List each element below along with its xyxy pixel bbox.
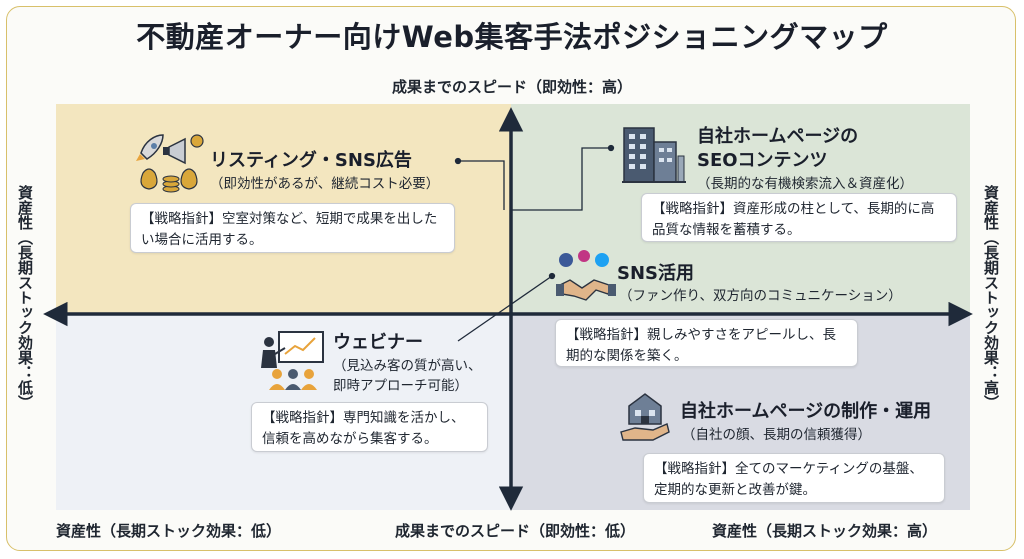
homepage-subtitle: （自社の顔、長期の信頼獲得）	[682, 427, 871, 443]
map-title: 不動産オーナー向けWeb集客手法ポジショニングマップ	[136, 20, 888, 54]
webinar-subtitle-line1: （見込み客の質が高い、	[333, 358, 482, 374]
sns-strategy-card: 【戦略指針】親しみやすさをアピールし、長期的な関係を築く。	[555, 319, 858, 367]
seo-strategy-card: 【戦略指針】資産形成の柱として、長期的に高品質な情報を蓄積する。	[641, 193, 957, 242]
listing-title: リスティング・SNS広告	[210, 150, 412, 171]
homepage-strategy-card: 【戦略指針】全てのマーケティングの基盤、定期的な更新と改善が鍵。	[643, 453, 945, 503]
webinar-strategy-card: 【戦略指針】専門知識を活かし、信頼を高めながら集客する。	[251, 402, 488, 452]
sns-title: SNS活用	[617, 263, 694, 284]
seo-subtitle: （長期的な有機検索流入＆資産化）	[697, 176, 913, 192]
webinar-subtitle-line2: 即時アプローチ可能）	[333, 378, 468, 394]
axis-label-left: 資産性（長期ストック効果：低）	[16, 185, 34, 410]
webinar-title: ウェビナー	[333, 332, 423, 353]
connector-lines	[454, 144, 615, 342]
rocket-megaphone-money-icon	[136, 134, 204, 193]
axis-label-bottom: 成果までのスピード（即効性：低）	[394, 522, 635, 540]
seo-title-line1: 自社ホームページの	[697, 126, 859, 147]
house-in-hand-icon	[620, 393, 670, 441]
sns-subtitle: （ファン作り、双方向のコミュニケーション）	[619, 288, 902, 304]
listing-subtitle: （即効性があるが、継続コスト必要）	[210, 176, 440, 192]
office-buildings-icon	[622, 127, 686, 183]
axis-label-top: 成果までのスピード（即効性：高）	[391, 78, 632, 96]
homepage-title: 自社ホームページの制作・運用	[680, 401, 932, 422]
presentation-audience-icon	[261, 331, 324, 390]
listing-strategy-card: 【戦略指針】空室対策など、短期で成果を出したい場合に活用する。	[130, 203, 455, 253]
handshake-social-icon	[556, 250, 616, 301]
seo-title-line2: SEOコンテンツ	[697, 150, 828, 171]
axis-label-bottom-left: 資産性（長期ストック効果：低）	[56, 522, 282, 540]
axis-label-right: 資産性（長期ストック効果：高）	[982, 185, 1000, 410]
axis-label-bottom-right: 資産性（長期ストック効果：高）	[712, 522, 938, 540]
